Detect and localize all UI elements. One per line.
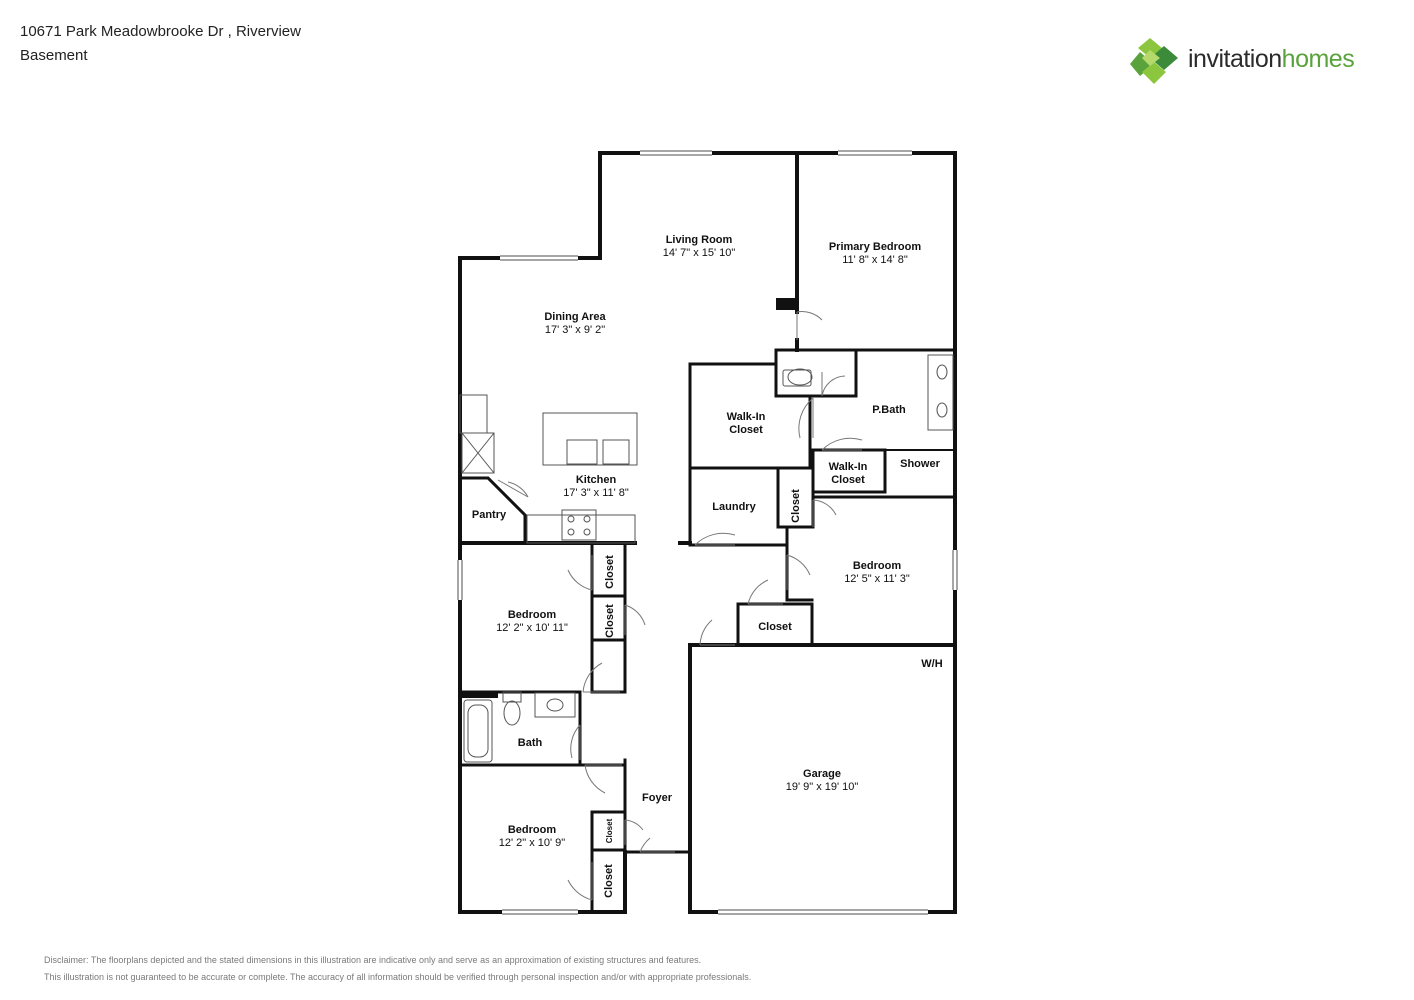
bedroom-bottom-dims: 12' 2" x 10' 9": [499, 837, 566, 849]
logo-text-homes: homes: [1281, 45, 1355, 73]
doors: [497, 311, 863, 901]
fixtures: [459, 354, 954, 763]
bath-label: Bath: [518, 737, 543, 749]
living-room-label: Living Room: [666, 234, 733, 246]
closet-right-label: Closet: [758, 621, 792, 633]
windows: [457, 150, 958, 915]
walls: [458, 151, 957, 914]
bedroom-right-label: Bedroom: [853, 560, 902, 572]
walk-in-closet-2-label-a: Walk-In: [829, 461, 868, 473]
closet-bottom-1-label: Closet: [605, 818, 614, 843]
walk-in-closet-2-label-b: Closet: [831, 474, 865, 486]
kitchen-label: Kitchen: [576, 474, 617, 486]
closet-bottom-2-label: Closet: [603, 864, 615, 898]
bedroom-mid-dims: 12' 2" x 10' 11": [496, 622, 568, 634]
floor-level: Basement: [20, 47, 88, 64]
property-address: 10671 Park Meadowbrooke Dr , Riverview: [20, 23, 301, 40]
walk-in-closet-1-label-b: Closet: [729, 424, 763, 436]
shower-label: Shower: [900, 458, 940, 470]
foyer-label: Foyer: [642, 792, 673, 804]
disclaimer-line-2: This illustration is not guaranteed to b…: [44, 972, 752, 982]
dining-area-dims: 17' 3" x 9' 2": [545, 324, 605, 336]
bedroom-right-dims: 12' 5" x 11' 3": [844, 573, 910, 585]
primary-bedroom-dims: 11' 8" x 14' 8": [842, 254, 908, 266]
p-bath-label: P.Bath: [872, 404, 906, 416]
disclaimer-line-1: Disclaimer: The floorplans depicted and …: [44, 955, 702, 965]
garage-label: Garage: [803, 768, 841, 780]
pantry-label: Pantry: [472, 509, 507, 521]
dining-area-label: Dining Area: [544, 311, 606, 323]
closet-mid-2-label: Closet: [604, 604, 616, 638]
bedroom-mid-label: Bedroom: [508, 609, 557, 621]
invitation-homes-logo-icon: [1130, 38, 1178, 84]
closet-laundry-label: Closet: [790, 489, 802, 523]
logo-wordmark: invitationhomes: [1188, 45, 1355, 74]
logo-text-invitation: invitation: [1188, 45, 1282, 73]
kitchen-dims: 17' 3" x 11' 8": [563, 487, 629, 499]
living-room-dims: 14' 7" x 15' 10": [663, 247, 736, 259]
garage-dims: 19' 9" x 19' 10": [786, 781, 859, 793]
primary-bedroom-label: Primary Bedroom: [829, 241, 922, 253]
room-labels: Living Room 14' 7" x 15' 10" Primary Bed…: [472, 234, 943, 898]
walk-in-closet-1-label-a: Walk-In: [727, 411, 766, 423]
laundry-label: Laundry: [712, 501, 756, 513]
closet-mid-1-label: Closet: [604, 555, 616, 589]
bedroom-bottom-label: Bedroom: [508, 824, 557, 836]
wh-label: W/H: [921, 658, 942, 670]
